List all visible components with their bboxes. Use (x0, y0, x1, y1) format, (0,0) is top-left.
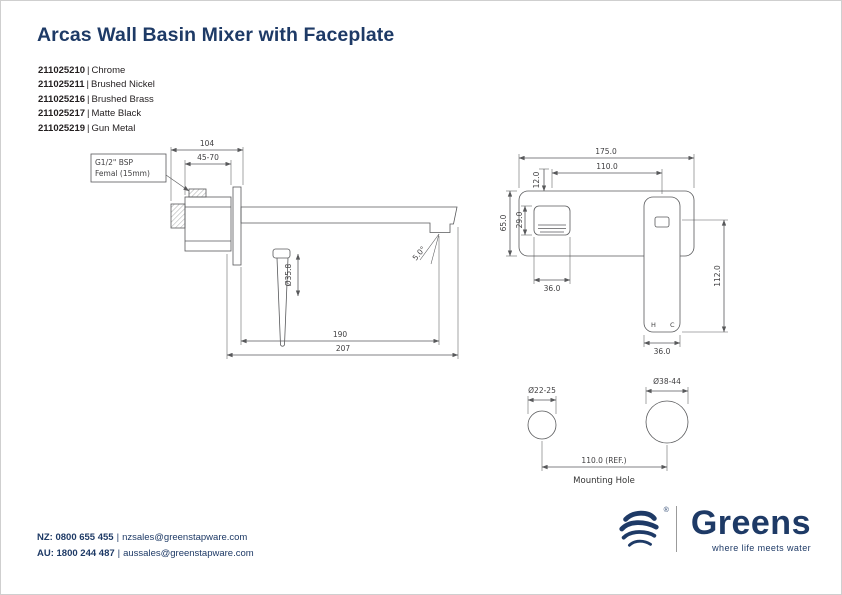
separator: | (116, 532, 120, 543)
dim-spout-height: 29.0 (515, 211, 524, 228)
mixer-body-side (170, 186, 242, 266)
dim-handle-length: 112.0 (713, 265, 722, 287)
brand-text: Greens where life meets water (691, 505, 811, 553)
dim-spout-diameter-group: Ø35.8 (284, 253, 301, 297)
au-contact-row: AU: 1800 244 487|aussales@greenstapware.… (37, 546, 254, 562)
au-email: aussales@greenstapware.com (123, 547, 254, 559)
registered-mark: ® (663, 507, 669, 514)
dim-reach-aerator: 190 (333, 330, 348, 339)
spout-front (533, 205, 571, 236)
page-title: Arcas Wall Basin Mixer with Faceplate (37, 24, 395, 46)
dim-centres: 110.0 (596, 162, 618, 171)
dim-top-offset: 12.0 (532, 171, 541, 188)
product-code-list: 211025210|Chrome 211025211|Brushed Nicke… (38, 64, 155, 136)
faceplate-front (518, 190, 695, 257)
dim-handle-width-group: 36.0 (643, 335, 681, 356)
nz-contact-row: NZ: 0800 655 455|nzsales@greenstapware.c… (37, 530, 254, 546)
dim-centres-ref: 110.0 (REF.) (581, 456, 626, 465)
dim-depth-adjust: 45-70 (197, 153, 219, 162)
product-code: 211025217 (38, 108, 86, 120)
mounting-hole-diagram: Ø22-25 Ø38-44 110.0 (REF.) Mounting Hole (527, 377, 689, 486)
au-phone: AU: 1800 244 487 (37, 547, 115, 559)
contact-info: NZ: 0800 655 455|nzsales@greenstapware.c… (37, 530, 254, 561)
product-code-row: 211025216|Brushed Brass (38, 93, 155, 107)
product-finish: Chrome (91, 65, 126, 76)
handle-front: H C (643, 196, 681, 333)
dim-reach-overall: 207 (336, 344, 351, 353)
dim-reach-aerator-group: 190 (240, 236, 440, 345)
product-code: 211025210 (38, 65, 86, 76)
brand-name: Greens (690, 504, 811, 542)
product-code: 211025211 (38, 79, 85, 91)
inlet-label-line1: G1/2" BSP (95, 158, 133, 167)
handle-side (272, 248, 291, 347)
dim-hole-large: Ø38-44 (653, 377, 681, 386)
dim-angle-group: 5.0° (411, 233, 440, 265)
greens-wave-icon: ® (616, 506, 669, 552)
side-view-drawing: G1/2" BSP Femal (15mm) (90, 139, 459, 359)
product-code-row: 211025219|Gun Metal (38, 122, 155, 136)
product-code-row: 211025210|Chrome (38, 64, 155, 78)
dim-depth-adjust-group: 45-70 (184, 153, 232, 195)
spout-side (240, 206, 458, 233)
dim-depth-overall: 104 (200, 139, 215, 148)
nz-email: nzsales@greenstapware.com (122, 532, 248, 543)
dim-handle-length-group: 112.0 (682, 219, 728, 333)
mounting-hole-large (645, 400, 689, 444)
product-code: 211025216 (38, 93, 86, 105)
dim-top-offset-group: 12.0 (532, 168, 549, 192)
mounting-caption: Mounting Hole (573, 476, 635, 486)
brand-tagline: where life meets water (712, 543, 811, 553)
separator: | (87, 122, 90, 134)
dim-spout-width: 36.0 (544, 284, 561, 293)
dim-depth-overall-group: 104 (170, 139, 244, 201)
logo-divider (675, 506, 677, 552)
product-finish: Gun Metal (91, 122, 136, 134)
separator: | (87, 65, 90, 76)
dim-centres-group: 110.0 (551, 162, 663, 194)
hot-indicator: H (651, 321, 656, 329)
separator: | (86, 79, 89, 91)
dim-plate-height: 65.0 (499, 214, 508, 231)
product-code-row: 211025217|Matte Black (38, 107, 155, 121)
product-code-row: 211025211|Brushed Nickel (38, 78, 155, 92)
separator: | (87, 93, 90, 105)
dim-hole-small: Ø22-25 (528, 386, 556, 395)
inlet-callout: G1/2" BSP Femal (15mm) (90, 153, 190, 192)
front-view-drawing: H C 175.0 110.0 12.0 (499, 147, 728, 356)
dim-width-overall: 175.0 (595, 147, 617, 156)
dim-width-overall-group: 175.0 (518, 147, 695, 188)
product-finish: Matte Black (91, 108, 142, 120)
product-finish: Brushed Nickel (90, 79, 155, 91)
separator: | (117, 547, 121, 559)
mounting-hole-small (527, 410, 557, 440)
dim-handle-width: 36.0 (654, 347, 671, 356)
dim-reach-overall-group: 207 (226, 227, 459, 359)
dim-hole-large-group: Ø38-44 (645, 377, 689, 404)
dim-centres-ref-group: 110.0 (REF.) (541, 441, 668, 471)
product-code: 211025219 (38, 122, 86, 134)
dim-spout-diameter: Ø35.8 (284, 263, 293, 286)
inlet-label-line2: Femal (15mm) (95, 169, 150, 178)
dim-hole-small-group: Ø22-25 (527, 386, 557, 414)
product-finish: Brushed Brass (91, 93, 154, 105)
dim-spout-height-group: 29.0 (515, 205, 532, 236)
separator: | (87, 108, 90, 120)
dim-plate-height-group: 65.0 (499, 190, 517, 257)
brand-logo: ® Greens where life meets water (616, 505, 811, 553)
cold-indicator: C (670, 321, 675, 329)
nz-phone: NZ: 0800 655 455 (37, 532, 114, 543)
dim-spout-width-group: 36.0 (533, 237, 571, 293)
